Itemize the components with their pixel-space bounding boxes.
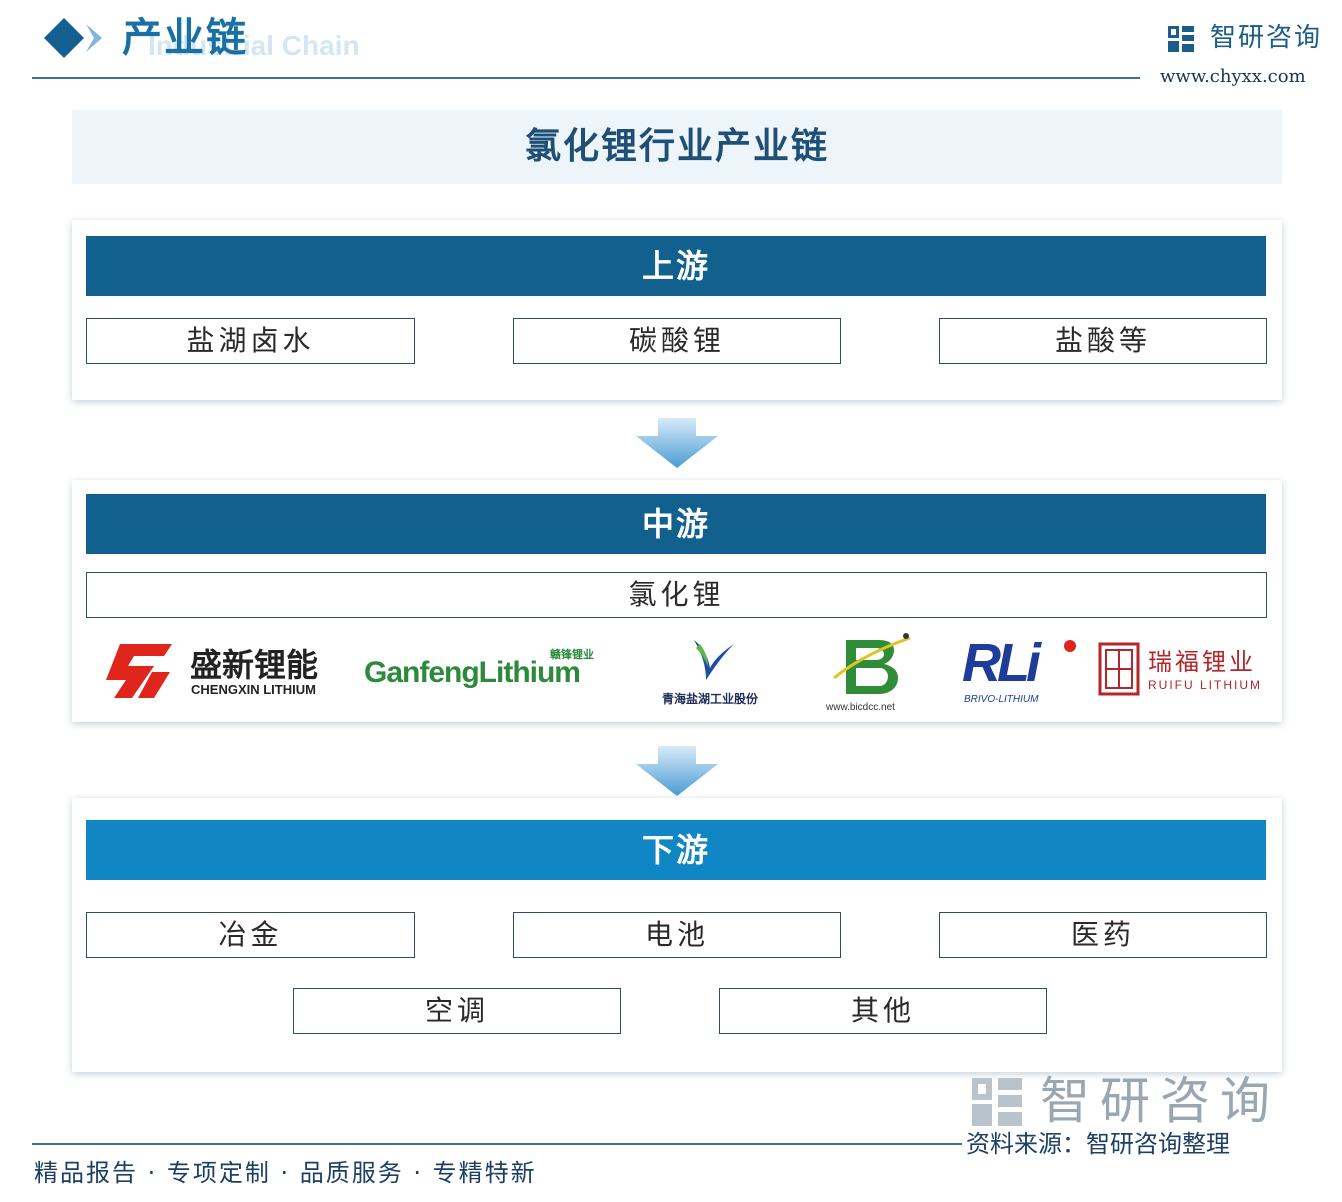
upstream-item: 盐酸等 (939, 318, 1267, 364)
brand-logo-icon (1168, 26, 1194, 52)
upstream-panel: 上游 盐湖卤水 碳酸锂 盐酸等 (72, 220, 1282, 400)
source-note: 资料来源：智研咨询整理 (966, 1130, 1230, 1158)
midstream-panel: 中游 氯化锂 盛新锂能 CHENGXIN LITHIUM 赣锋锂业 Ganfen… (72, 480, 1282, 722)
brand-name: 智研咨询 (1210, 23, 1323, 53)
watermark-logo-icon (972, 1078, 1022, 1126)
brand-url: www.chyxx.com (1160, 66, 1306, 87)
down-arrow-icon (636, 746, 718, 796)
ganfeng-name-cn: 赣锋锂业 (550, 648, 594, 661)
company-logo-chengxin: 盛新锂能 CHENGXIN LITHIUM (102, 640, 342, 704)
b-mark-url: www.bicdcc.net (826, 702, 895, 713)
header-title: 产业链 (122, 15, 248, 61)
header-diamond-icon (44, 18, 102, 58)
upstream-item: 盐湖卤水 (86, 318, 415, 364)
downstream-item: 医药 (939, 912, 1267, 958)
watermark-name: 智研咨询 (1040, 1072, 1280, 1130)
header-subtitle: Industrial Chain (148, 30, 360, 61)
downstream-item: 空调 (293, 988, 621, 1034)
company-logo-ruifu: 瑞福锂业 RUIFU LITHIUM (1098, 640, 1268, 700)
chengxin-name-cn: 盛新锂能 (190, 646, 319, 684)
downstream-item: 其他 (719, 988, 1047, 1034)
midstream-item: 氯化锂 (86, 572, 1267, 618)
downstream-item: 电池 (513, 912, 841, 958)
ganfeng-name-en: GanfengLithium (364, 656, 581, 689)
chengxin-mark-icon (106, 644, 172, 698)
footer-divider (32, 1143, 962, 1145)
rli-tagline: BRIVO-LITHIUM (964, 694, 1039, 705)
rli-name: RLi (962, 633, 1041, 693)
upstream-band: 上游 (86, 236, 1266, 296)
company-logo-rli: RLi BRIVO-LITHIUM (962, 633, 1092, 708)
ruifu-name-en: RUIFU LITHIUM (1148, 678, 1262, 692)
saltlake-name-cn: 青海盐湖工业股份 (662, 692, 759, 706)
downstream-band: 下游 (86, 820, 1266, 880)
upstream-item: 碳酸锂 (513, 318, 841, 364)
chengxin-name-en: CHENGXIN LITHIUM (191, 682, 316, 697)
downstream-item: 冶金 (86, 912, 415, 958)
b-mark-icon (833, 633, 911, 694)
downstream-panel: 下游 冶金 电池 医药 空调 其他 (72, 798, 1282, 1072)
saltlake-mark-icon (694, 640, 734, 680)
ruifu-name-cn: 瑞福锂业 (1148, 648, 1256, 676)
down-arrow-icon (636, 418, 718, 468)
company-logo-qinghai-saltlake: 青海盐湖工业股份 (652, 630, 772, 710)
company-logo-ganfeng: 赣锋锂业 GanfengLithium (364, 646, 620, 696)
rli-dot-icon (1064, 640, 1076, 652)
diagram-title: 氯化锂行业产业链 (72, 110, 1282, 184)
header-divider (32, 77, 1140, 79)
ruifu-seal-icon (1098, 642, 1140, 696)
midstream-band: 中游 (86, 494, 1266, 554)
footer-slogan: 精品报告 · 专项定制 · 品质服务 · 专精特新 (34, 1159, 537, 1187)
company-logo-b-mark: www.bicdcc.net (820, 630, 930, 714)
